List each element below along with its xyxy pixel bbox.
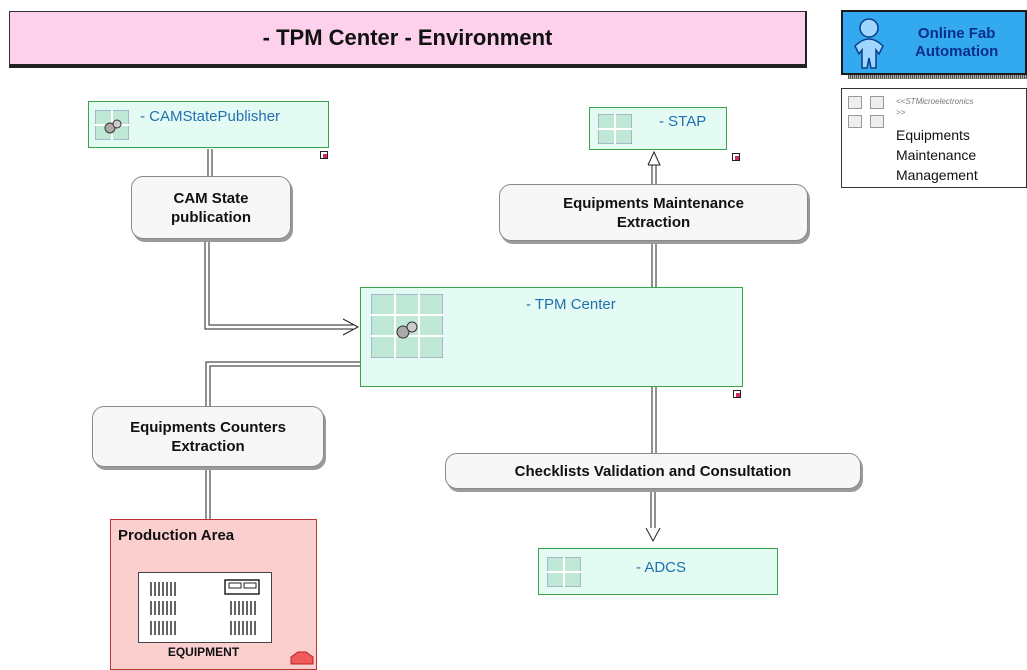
process-label-line-1: CAM State [173,189,249,207]
online-fab-automation-badge: Online Fab Automation [841,10,1027,75]
legend-stereotype: <<STMicroelectronics [896,97,974,106]
diagram-title-banner: - TPM Center - Environment [9,11,807,68]
brand-text: Online Fab Automation [915,25,998,61]
link-marker-icon [732,153,740,161]
component-cam-state-publisher[interactable]: - CAMStatePublisher [88,101,329,148]
process-label-line-2: Extraction [616,213,691,231]
component-label: - STAP [659,113,707,130]
process-label-line-2: publication [171,208,251,226]
component-label: - CAMStatePublisher [140,108,281,125]
connector-cam-state-to-tpm [204,240,360,336]
puzzle-gears-icon [95,110,129,140]
legend-line-3: Management [896,167,978,183]
legend-line-2: Maintenance [896,147,977,163]
legend-stereotype-end: >> [896,108,906,117]
puzzle-icon [598,114,632,144]
puzzle-gears-icon [371,294,443,358]
brand-line-1: Online Fab [917,25,996,42]
brand-line-2: Automation [915,43,999,60]
equipment-label: EQUIPMENT [167,645,240,659]
connector-tpm-to-counters [205,361,360,406]
stereotype-legend: <<STMicroelectronics >> Equipments Maint… [841,88,1027,188]
legend-line-1: Equipments [896,127,970,143]
component-tpm-center[interactable]: - TPM Center [360,287,743,387]
component-label: - ADCS [636,559,687,576]
process-checklists-validation[interactable]: Checklists Validation and Consultation [445,453,861,489]
connector-tpm-to-checklists [651,387,657,453]
legend-square-icon [848,115,862,128]
user-figure-icon [854,18,884,69]
equipment-panels [150,579,260,635]
connector-checklists-to-adcs [645,490,661,543]
component-label: - TPM Center [526,296,616,313]
component-stap[interactable]: - STAP [589,107,727,150]
process-label-line-1: Equipments Counters [130,418,286,436]
process-label-line-2: Extraction [171,437,245,455]
process-label: Checklists Validation and Consultation [514,462,792,480]
legend-square-icon [870,115,884,128]
connector-maintenance-to-stap [647,150,661,184]
component-adcs[interactable]: - ADCS [538,548,778,595]
process-label-line-1: Equipments Maintenance [563,194,744,212]
link-marker-icon [733,390,741,398]
diagram-title: - TPM Center - Environment [262,25,553,50]
process-equipments-counters-extraction[interactable]: Equipments Counters Extraction [92,406,324,467]
legend-square-icon [870,96,884,109]
production-area-label: Production Area [118,527,235,544]
connector-tpm-to-maintenance [651,243,657,287]
puzzle-icon [547,557,581,587]
equipment-icon[interactable] [138,572,272,643]
connector-publisher-to-cam-state [207,149,213,176]
zone-shape-icon [290,651,314,665]
link-marker-icon [320,151,328,159]
legend-square-icon [848,96,862,109]
process-cam-state-publication[interactable]: CAM State publication [131,176,291,239]
process-equipments-maintenance-extraction[interactable]: Equipments Maintenance Extraction [499,184,808,241]
